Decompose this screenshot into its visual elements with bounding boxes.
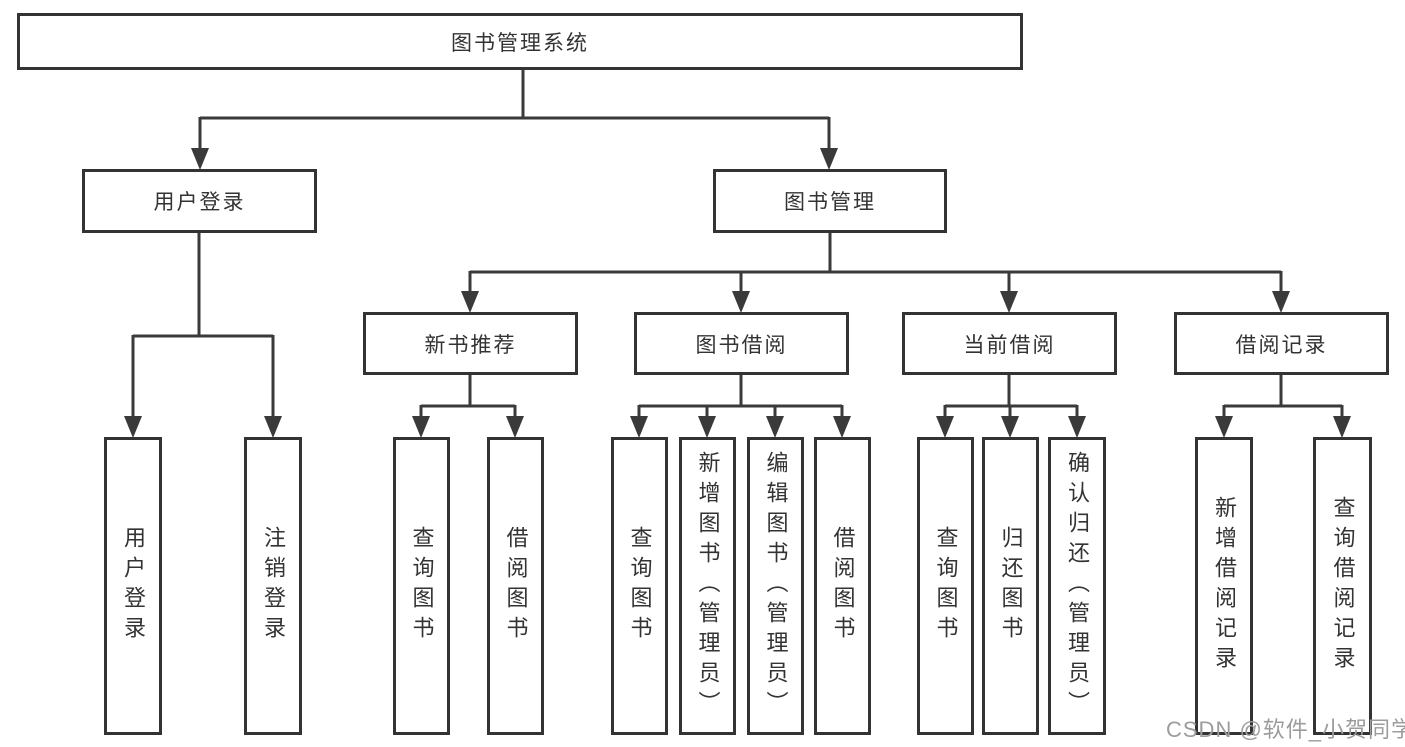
leaf-return-books-label: 归还图书 <box>998 526 1024 646</box>
node-user-login-label: 用户登录 <box>153 191 246 214</box>
leaf-borrow-books-recommend: 借阅图书 <box>487 437 544 735</box>
leaf-query-borrow-record: 查询借阅记录 <box>1313 437 1372 735</box>
arrowheads <box>124 148 1351 438</box>
leaf-borrow-books-recommend-label: 借阅图书 <box>503 526 529 646</box>
leaf-logout-label: 注销登录 <box>261 526 286 646</box>
leaf-add-books-admin: 新增图书（管理员） <box>679 437 736 735</box>
leaf-confirm-return-admin: 确认归还（管理员） <box>1048 437 1106 735</box>
leaf-confirm-return-admin-label: 确认归还（管理员） <box>1065 451 1090 721</box>
node-root: 图书管理系统 <box>17 13 1023 70</box>
leaf-query-books-current-label: 查询图书 <box>933 526 959 646</box>
leaf-query-books-recommend: 查询图书 <box>393 437 450 735</box>
leaf-query-borrow-record-label: 查询借阅记录 <box>1330 496 1356 676</box>
leaf-borrow-books-borrowing: 借阅图书 <box>814 437 871 735</box>
node-book-borrowing-label: 图书借阅 <box>695 333 788 357</box>
leaf-logout: 注销登录 <box>244 437 302 735</box>
node-book-management: 图书管理 <box>713 169 947 233</box>
leaf-edit-books-admin: 编辑图书（管理员） <box>747 437 804 735</box>
leaf-borrow-books-borrowing-label: 借阅图书 <box>830 526 856 646</box>
leaf-user-login: 用户登录 <box>104 437 162 735</box>
leaf-return-books: 归还图书 <box>982 437 1039 735</box>
leaf-add-borrow-record-label: 新增借阅记录 <box>1212 496 1237 676</box>
node-current-borrowing-label: 当前借阅 <box>963 333 1056 357</box>
leaf-query-books-recommend-label: 查询图书 <box>409 526 435 646</box>
leaf-edit-books-admin-label: 编辑图书（管理员） <box>763 451 789 721</box>
leaf-add-books-admin-label: 新增图书（管理员） <box>695 451 721 721</box>
leaf-query-books-borrowing-label: 查询图书 <box>627 526 653 646</box>
node-borrowing-records: 借阅记录 <box>1174 312 1389 375</box>
node-book-management-label: 图书管理 <box>784 191 876 214</box>
node-book-borrowing: 图书借阅 <box>634 312 849 375</box>
watermark-text: CSDN @软件_小贺同学 <box>1166 717 1405 742</box>
leaf-user-login-label: 用户登录 <box>121 526 146 646</box>
node-borrowing-records-label: 借阅记录 <box>1235 333 1328 357</box>
leaf-query-books-current: 查询图书 <box>917 437 974 735</box>
node-current-borrowing: 当前借阅 <box>902 312 1117 375</box>
node-user-login: 用户登录 <box>82 169 317 233</box>
node-new-book-recommendation-label: 新书推荐 <box>424 333 517 357</box>
leaf-query-books-borrowing: 查询图书 <box>611 437 668 735</box>
node-new-book-recommendation: 新书推荐 <box>363 312 578 375</box>
node-root-label: 图书管理系统 <box>451 31 589 55</box>
leaf-add-borrow-record: 新增借阅记录 <box>1195 437 1253 735</box>
